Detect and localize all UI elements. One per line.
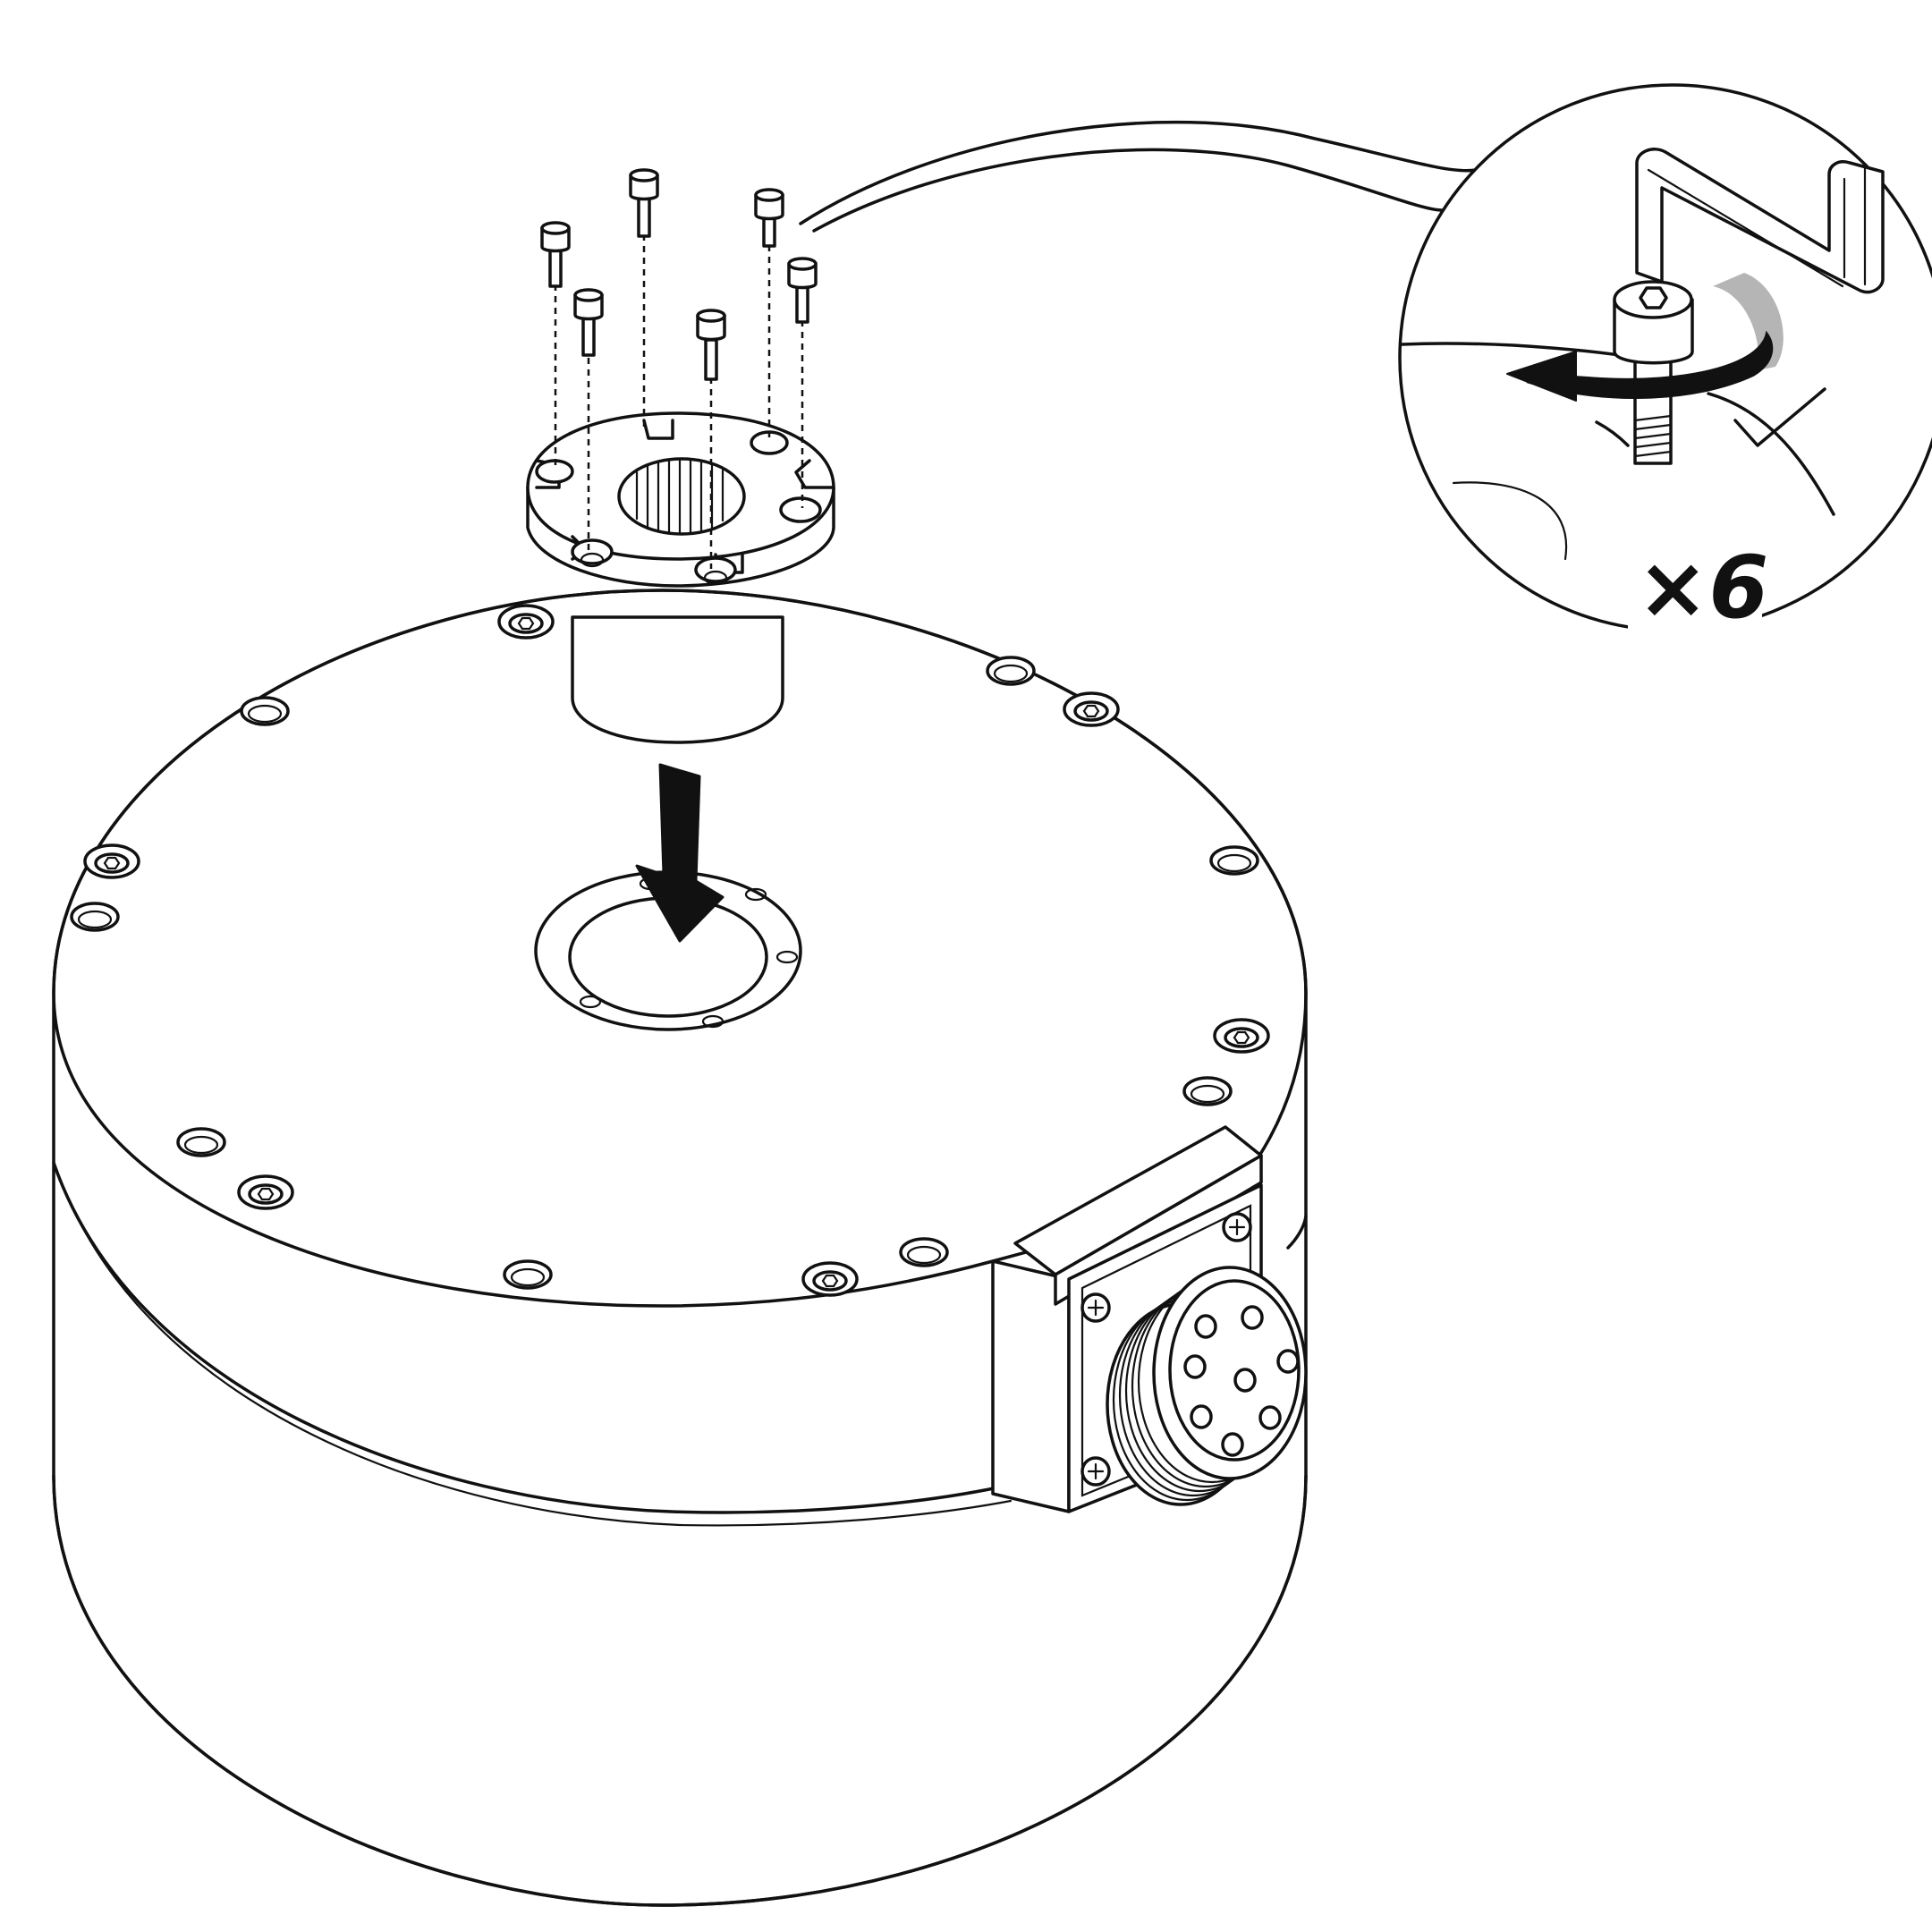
cap-screw [787,257,818,324]
cap-screw [629,168,659,238]
rotate-counterclockwise-icon [1506,273,1784,402]
callout-leader [799,120,1478,225]
callout-screw [1613,280,1694,465]
motor-housing [52,589,1308,1907]
hub-adapter [526,411,835,744]
housing-top-face [52,589,1308,1308]
cap-screws [540,168,818,569]
housing-lid-seam-inner [61,1183,1013,1527]
hub-shaft [571,615,784,744]
arrow-down-icon [635,763,724,943]
housing-lid-seam-right [1286,1215,1308,1250]
cap-screw [754,188,784,248]
housing-lid-seam [52,1161,1013,1514]
cap-screw [540,221,571,288]
housing-bottom [52,1474,1308,1907]
lid-holes [70,656,1259,1290]
cap-screw [696,309,726,381]
connector-boss [991,1125,1308,1513]
detail-callout: ×6 [799,83,1932,644]
lid-screws [83,604,1270,1297]
count-label: ×6 [1637,538,1768,638]
cap-screw [573,288,604,357]
hex-key-icon [1635,148,1885,294]
